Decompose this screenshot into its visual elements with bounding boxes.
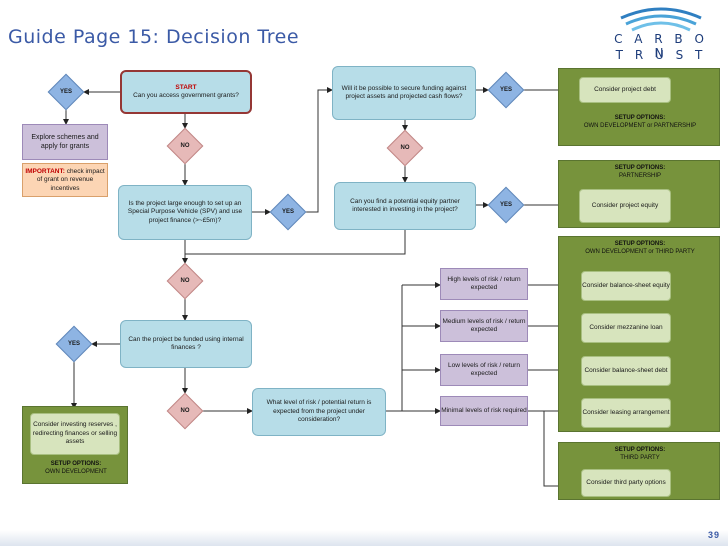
own-setup-options: SETUP OPTIONS: OWN DEVELOPMENT: [25, 461, 127, 477]
debt-setup-options: SETUP OPTIONS: OWN DEVELOPMENT or PARTNE…: [561, 115, 719, 131]
start-node: START Can you access government grants?: [120, 70, 252, 114]
partner-setup-options: SETUP OPTIONS: PARTNERSHIP: [561, 165, 719, 181]
yes-label: YES: [499, 87, 512, 93]
setup-title: SETUP OPTIONS:: [614, 115, 666, 121]
no-diamond-grants: NO: [166, 127, 204, 165]
yes-diamond-debt: YES: [487, 71, 525, 109]
bs-debt-box: Consider balance-sheet debt: [581, 356, 671, 386]
no-label: NO: [180, 143, 190, 149]
yes-diamond-internal: YES: [55, 325, 93, 363]
yes-diamond-equity: YES: [487, 186, 525, 224]
risk-level-question-box: What level of risk / potential return is…: [252, 388, 386, 436]
risk-medium-box: Medium levels of risk / return expected: [440, 310, 528, 342]
balance-sheet-panel: SETUP OPTIONS: OWN DEVELOPMENT or THIRD …: [558, 236, 720, 432]
setup-title: SETUP OPTIONS:: [50, 461, 102, 467]
setup-title: SETUP OPTIONS:: [614, 165, 666, 171]
no-label: NO: [180, 408, 190, 414]
bs-equity-box: Consider balance-sheet equity: [581, 271, 671, 301]
setup-title: SETUP OPTIONS:: [614, 447, 666, 453]
carbon-trust-logo: C A R B O N T R U S T: [606, 4, 716, 64]
yes-diamond-spv: YES: [269, 193, 307, 231]
setup-text: OWN DEVELOPMENT or THIRD PARTY: [585, 248, 695, 255]
invest-reserves-box: Consider investing reserves , redirectin…: [30, 413, 120, 455]
setup-text: THIRD PARTY: [620, 454, 660, 461]
start-heading: START: [175, 83, 197, 91]
explore-schemes-box: Explore schemes and apply for grants: [22, 124, 108, 160]
spv-question-box: Is the project large enough to set up an…: [118, 185, 252, 240]
project-equity-box: Consider project equity: [579, 189, 671, 223]
setup-title: SETUP OPTIONS:: [614, 241, 666, 247]
setup-text: PARTNERSHIP: [618, 172, 662, 179]
page-title: Guide Page 15: Decision Tree: [8, 26, 300, 48]
footer-bar: [0, 530, 728, 546]
equity-partner-question-box: Can you find a potential equity partner …: [334, 182, 476, 230]
leasing-box: Consider leasing arrangement: [581, 398, 671, 428]
setup-text: OWN DEVELOPMENT or PARTNERSHIP: [583, 122, 697, 129]
risk-minimal-box: Minimal levels of risk required: [440, 396, 528, 426]
project-debt-box: Consider project debt: [579, 77, 671, 103]
start-question: Can you access government grants?: [133, 92, 239, 99]
logo-word-trust: T R U S T: [615, 48, 707, 62]
risk-low-box: Low levels of risk / return expected: [440, 354, 528, 386]
internal-finance-box: Can the project be funded using internal…: [120, 320, 252, 368]
page-number: 39: [707, 530, 720, 540]
asset-funding-question-box: Will it be possible to secure funding ag…: [332, 66, 476, 120]
mezzanine-box: Consider mezzanine loan: [581, 313, 671, 343]
tp-setup-options: SETUP OPTIONS: THIRD PARTY: [561, 447, 719, 463]
no-diamond-internal: NO: [166, 392, 204, 430]
no-diamond-debt: NO: [386, 129, 424, 167]
no-label: NO: [180, 278, 190, 284]
yes-label: YES: [59, 89, 72, 95]
setup-text: OWN DEVELOPMENT: [45, 468, 107, 475]
project-equity-panel: SETUP OPTIONS: PARTNERSHIP Consider proj…: [558, 160, 720, 228]
logo-word-carbon: C A R B O N: [614, 32, 708, 60]
no-diamond-spv: NO: [166, 262, 204, 300]
project-debt-panel: Consider project debt SETUP OPTIONS: OWN…: [558, 68, 720, 146]
bs-setup-options: SETUP OPTIONS: OWN DEVELOPMENT or THIRD …: [561, 241, 719, 257]
yes-label: YES: [67, 341, 80, 347]
important-note-box: IMPORTANT: check impact of grant on reve…: [22, 163, 108, 197]
risk-high-box: High levels of risk / return expected: [440, 268, 528, 300]
yes-diamond-grants: YES: [47, 73, 85, 111]
wave-logo-icon: [620, 7, 702, 32]
third-party-box: Consider third party options: [581, 469, 671, 497]
no-label: NO: [400, 145, 410, 151]
yes-label: YES: [499, 202, 512, 208]
third-party-panel: SETUP OPTIONS: THIRD PARTY Consider thir…: [558, 442, 720, 500]
own-development-panel: Consider investing reserves , redirectin…: [22, 406, 128, 484]
important-label: IMPORTANT:: [25, 168, 65, 175]
important-text: check impact of grant on revenue incenti…: [36, 168, 105, 192]
yes-label: YES: [281, 209, 294, 215]
